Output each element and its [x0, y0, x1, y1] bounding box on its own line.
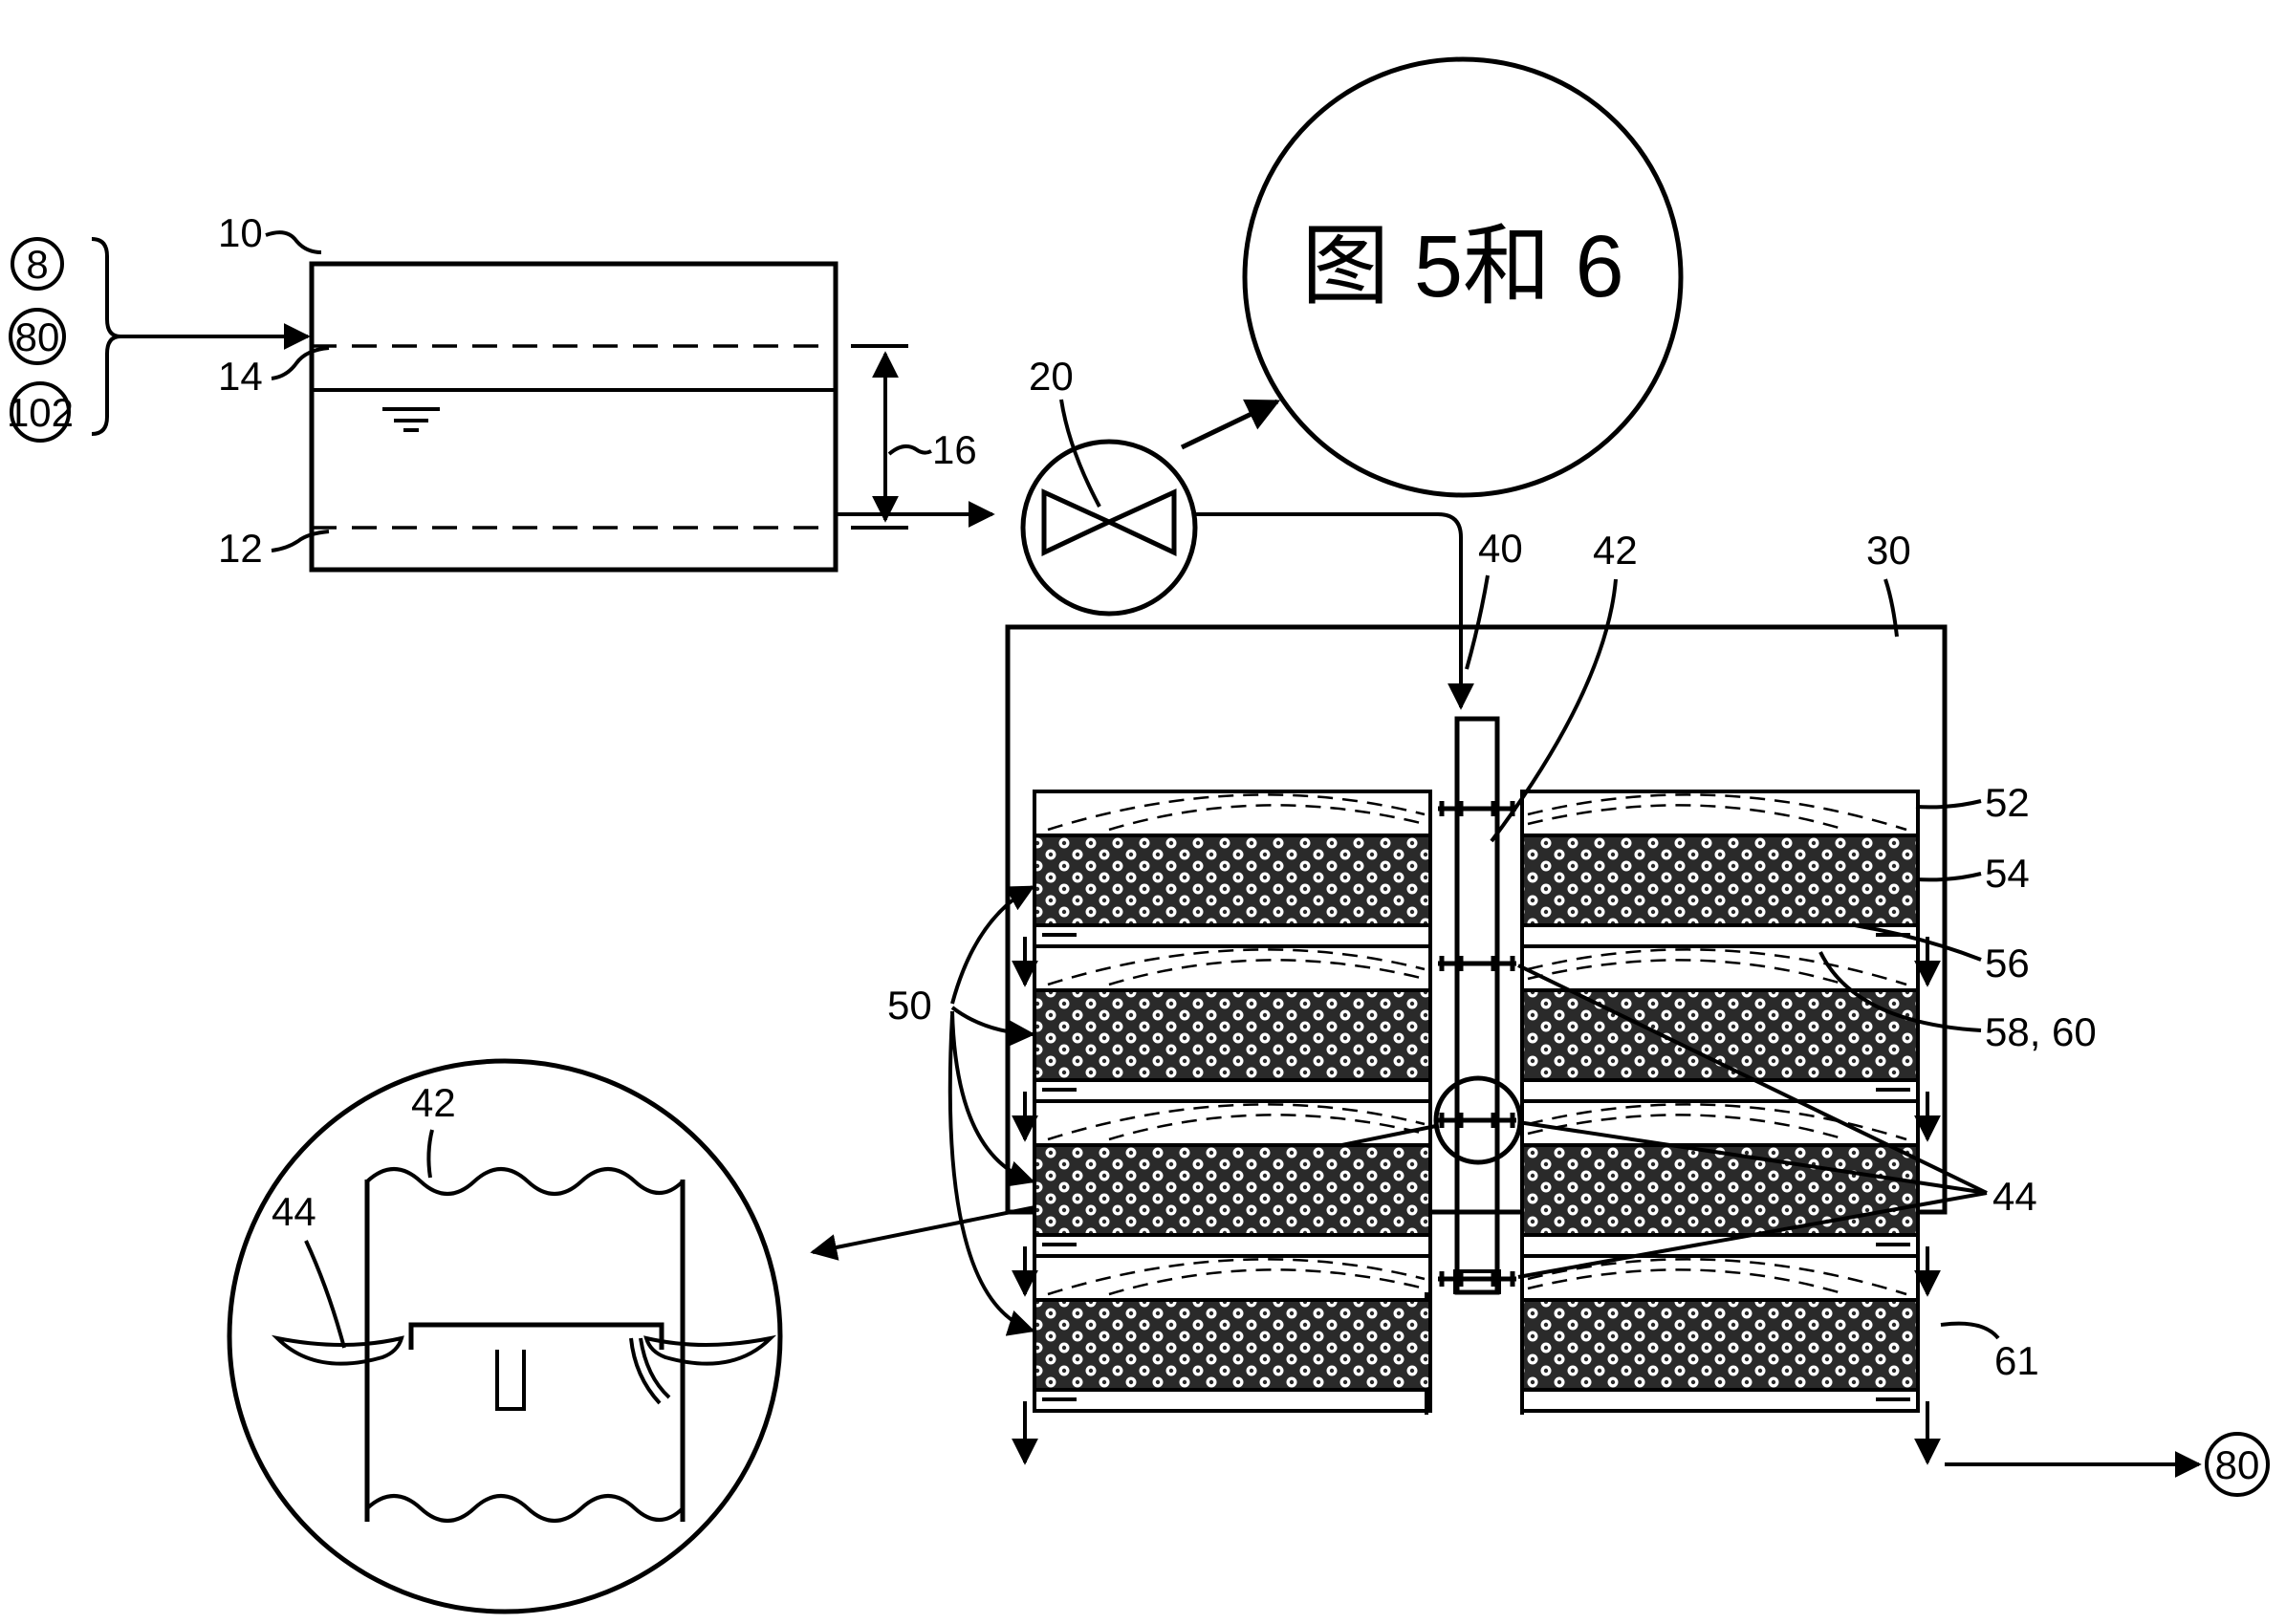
left-tray-1-packing	[1033, 834, 1432, 927]
valve-label: 20	[1029, 354, 1074, 399]
right-tray-4-packing	[1520, 1298, 1920, 1392]
detail-nozzle-left	[271, 1334, 404, 1366]
vessel-label: 30	[1866, 528, 1911, 573]
left-tray-3-packing	[1033, 1143, 1432, 1237]
top-level-label: 14	[218, 354, 263, 399]
vessel-body	[1005, 624, 1948, 1215]
tank-label: 10	[218, 210, 263, 255]
left-tray-2-packing	[1033, 988, 1432, 1082]
left-tray-4-top	[1033, 1254, 1432, 1302]
input-sources: 8 80 102	[7, 237, 311, 443]
left-tray-2-top	[1033, 944, 1432, 992]
right-tray-3-packing	[1520, 1143, 1920, 1237]
source-102-label: 102	[7, 390, 74, 435]
level-range-label: 16	[932, 427, 977, 472]
tank-10: 10 14 12	[218, 210, 838, 573]
bottom-level-label: 12	[218, 526, 263, 571]
source-80-circle	[9, 308, 66, 365]
trays-label: 50	[887, 983, 932, 1028]
input-brace	[91, 237, 121, 436]
outlet-80-label: 80	[2215, 1442, 2260, 1487]
left-tray-1-top	[1033, 790, 1432, 837]
pipe-valve-to-inlet	[1195, 512, 1474, 710]
outlet-80-circle	[2205, 1432, 2270, 1497]
source-102-circle	[10, 381, 71, 443]
valve-icon	[1041, 488, 1177, 556]
detail-nozzle-right	[643, 1334, 777, 1366]
left-tray-stack	[1012, 790, 1432, 1465]
inlet-label: 40	[1478, 526, 1523, 571]
valve-circle	[1020, 439, 1198, 617]
valve-20: 20	[1020, 354, 1281, 617]
source-8-circle	[11, 237, 64, 291]
nozzle-marks	[1438, 801, 1516, 1287]
valve-to-reference-arrow	[1180, 399, 1281, 450]
packing-label: 54	[1985, 851, 2030, 896]
right-tray-1-packing	[1520, 834, 1920, 927]
left-tray-4-packing	[1033, 1298, 1432, 1392]
nozzles-label: 44	[1992, 1174, 2037, 1219]
top-layer-label: 52	[1985, 780, 2030, 825]
level-range-16: 16	[851, 344, 977, 530]
detail-view: 42 44	[227, 1058, 783, 1614]
source-80-label: 80	[15, 314, 60, 359]
detail-circle	[227, 1058, 783, 1614]
detail-nozzle-label: 44	[272, 1189, 316, 1234]
source-8-label: 8	[26, 242, 48, 287]
distributor-label: 42	[1593, 528, 1638, 573]
right-tray-stack	[1520, 790, 1941, 1465]
detail-distributor-label: 42	[411, 1080, 456, 1125]
layer-58-60-label: 58, 60	[1985, 1009, 2097, 1054]
right-tray-2-packing	[1520, 988, 1920, 1082]
vessel-30: 30 42	[810, 528, 2270, 1497]
plate-label: 56	[1985, 941, 2030, 985]
reference-circle: 图 5和 6	[1242, 56, 1684, 498]
tank-body	[309, 261, 838, 573]
wall-label: 61	[1994, 1338, 2039, 1383]
reference-title: 图 5和 6	[1301, 218, 1623, 315]
